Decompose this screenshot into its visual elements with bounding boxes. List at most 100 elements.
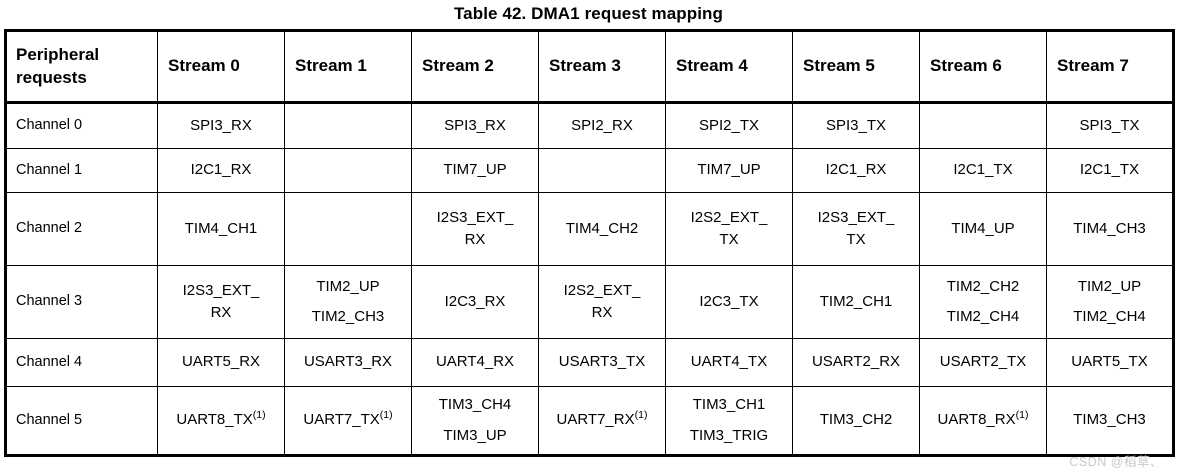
cell-text: SPI3_TX: [825, 116, 887, 134]
cell-r5-stream-0: UART8_TX(1): [157, 386, 285, 456]
cell-text: RX: [464, 231, 486, 248]
cell-content: TIM3_CH3: [1047, 387, 1172, 454]
cell-text: USART3_RX: [303, 353, 393, 371]
cell-r1-stream-4: TIM7_UP: [665, 148, 793, 193]
footnote-marker: (1): [379, 409, 393, 422]
cell-text: USART2_RX: [811, 353, 901, 371]
cell-text: I2C1_TX: [953, 161, 1013, 179]
cell-text: I2S2_EXT_: [563, 281, 641, 299]
column-header-stream-1: Stream 1: [284, 30, 412, 104]
cell-text: I2C1_RX: [190, 161, 252, 179]
cell-text: TIM3_TRIG: [689, 426, 769, 444]
cell-text: SPI2_TX: [698, 116, 760, 134]
cell-content: UART8_TX(1): [158, 387, 284, 454]
cell-text: UART7_TX(1): [303, 409, 393, 429]
cell-text: TIM7_UP: [443, 161, 507, 179]
cell-content: TIM4_CH1: [158, 193, 284, 265]
cell-content: TIM4_UP: [920, 193, 1046, 265]
cell-content: TIM7_UP: [412, 149, 538, 192]
cell-text: TIM3_UP: [443, 426, 507, 444]
cell-r0-stream-5: SPI3_TX: [792, 102, 920, 149]
cell-content: I2S3_EXT_RX: [158, 266, 284, 338]
column-header-stream-0: Stream 0: [157, 30, 285, 104]
cell-text: SPI3_TX: [1079, 116, 1140, 134]
cell-r1-stream-2: TIM7_UP: [411, 148, 539, 193]
cell-content: SPI3_TX: [1047, 104, 1172, 148]
cell-text: TIM4_CH2: [565, 219, 639, 237]
cell-content: [285, 149, 411, 192]
cell-content: I2C1_TX: [1047, 149, 1172, 192]
cell-content: UART8_RX(1): [920, 387, 1046, 454]
cell-content: SPI2_RX: [539, 104, 665, 148]
cell-r0-stream-7: SPI3_TX: [1046, 102, 1174, 149]
cell-r0-stream-1: [284, 102, 412, 149]
cell-text: I2S3_EXT_: [436, 208, 514, 226]
cell-content: SPI3_RX: [158, 104, 284, 148]
cell-text: I2S3_EXT_: [182, 281, 260, 299]
cell-text: UART7_RX(1): [556, 409, 648, 429]
cell-text: TIM2_UP: [1077, 277, 1142, 295]
cell-content: I2C1_TX: [920, 149, 1046, 192]
cell-text: USART3_TX: [558, 353, 646, 371]
cell-content: SPI3_TX: [793, 104, 919, 148]
cell-r0-stream-6: [919, 102, 1047, 149]
footnote-marker: (1): [634, 409, 648, 422]
cell-content: [285, 193, 411, 265]
table-header-row: Peripheral requests Stream 0 Stream 1 St…: [5, 30, 1174, 104]
cell-text: TIM3_CH2: [819, 411, 893, 429]
footnote-marker: (1): [1015, 409, 1029, 422]
cell-r5-stream-1: UART7_TX(1): [284, 386, 412, 456]
cell-r1-stream-5: I2C1_RX: [792, 148, 920, 193]
cell-content: [539, 149, 665, 192]
row-header-channel-5: Channel 5: [5, 386, 158, 456]
cell-text: TIM2_UP: [316, 277, 380, 295]
row-header-channel-0: Channel 0: [5, 102, 158, 149]
cell-text: TX: [846, 231, 866, 248]
cell-r4-stream-1: USART3_RX: [284, 338, 412, 387]
column-header-stream-2: Stream 2: [411, 30, 539, 104]
column-header-stream-3: Stream 3: [538, 30, 666, 104]
cell-r3-stream-2: I2C3_RX: [411, 265, 539, 339]
cell-content: USART2_RX: [793, 339, 919, 386]
cell-r2-stream-2: I2S3_EXT_ RX: [411, 192, 539, 266]
cell-text: RX: [591, 304, 613, 321]
cell-r2-stream-7: TIM4_CH3: [1046, 192, 1174, 266]
cell-content: [920, 104, 1046, 148]
cell-content: TIM4_CH2: [539, 193, 665, 265]
cell-content: I2C1_RX: [158, 149, 284, 192]
cell-content: UART5_TX: [1047, 339, 1172, 386]
cell-r3-stream-3: I2S2_EXT_ RX: [538, 265, 666, 339]
cell-r4-stream-4: UART4_TX: [665, 338, 793, 387]
cell-text: I2C3_RX: [444, 292, 506, 310]
cell-r0-stream-0: SPI3_RX: [157, 102, 285, 149]
header-line-2: requests: [16, 67, 87, 87]
cell-text: TIM3_CH3: [1073, 411, 1146, 429]
row-header-channel-3: Channel 3: [5, 265, 158, 339]
column-header-stream-4: Stream 4: [665, 30, 793, 104]
cell-content: TIM4_CH3: [1047, 193, 1172, 265]
cell-r4-stream-6: USART2_TX: [919, 338, 1047, 387]
cell-text: USART2_TX: [939, 353, 1027, 371]
cell-text: TIM2_CH2: [946, 277, 1020, 295]
cell-r5-stream-7: TIM3_CH3: [1046, 386, 1174, 456]
cell-r4-stream-5: USART2_RX: [792, 338, 920, 387]
cell-content: TIM3_CH2: [793, 387, 919, 454]
cell-content: UART4_RX: [412, 339, 538, 386]
cell-r3-stream-0: I2S3_EXT_RX: [157, 265, 285, 339]
cell-content: I2C3_RX: [412, 266, 538, 338]
column-header-stream-7: Stream 7: [1046, 30, 1174, 104]
csdn-watermark: CSDN @稻草、: [1069, 455, 1163, 469]
cell-content: UART5_RX: [158, 339, 284, 386]
cell-text: UART5_RX: [181, 353, 261, 371]
cell-content: UART4_TX: [666, 339, 792, 386]
cell-content: UART7_RX(1): [539, 387, 665, 454]
